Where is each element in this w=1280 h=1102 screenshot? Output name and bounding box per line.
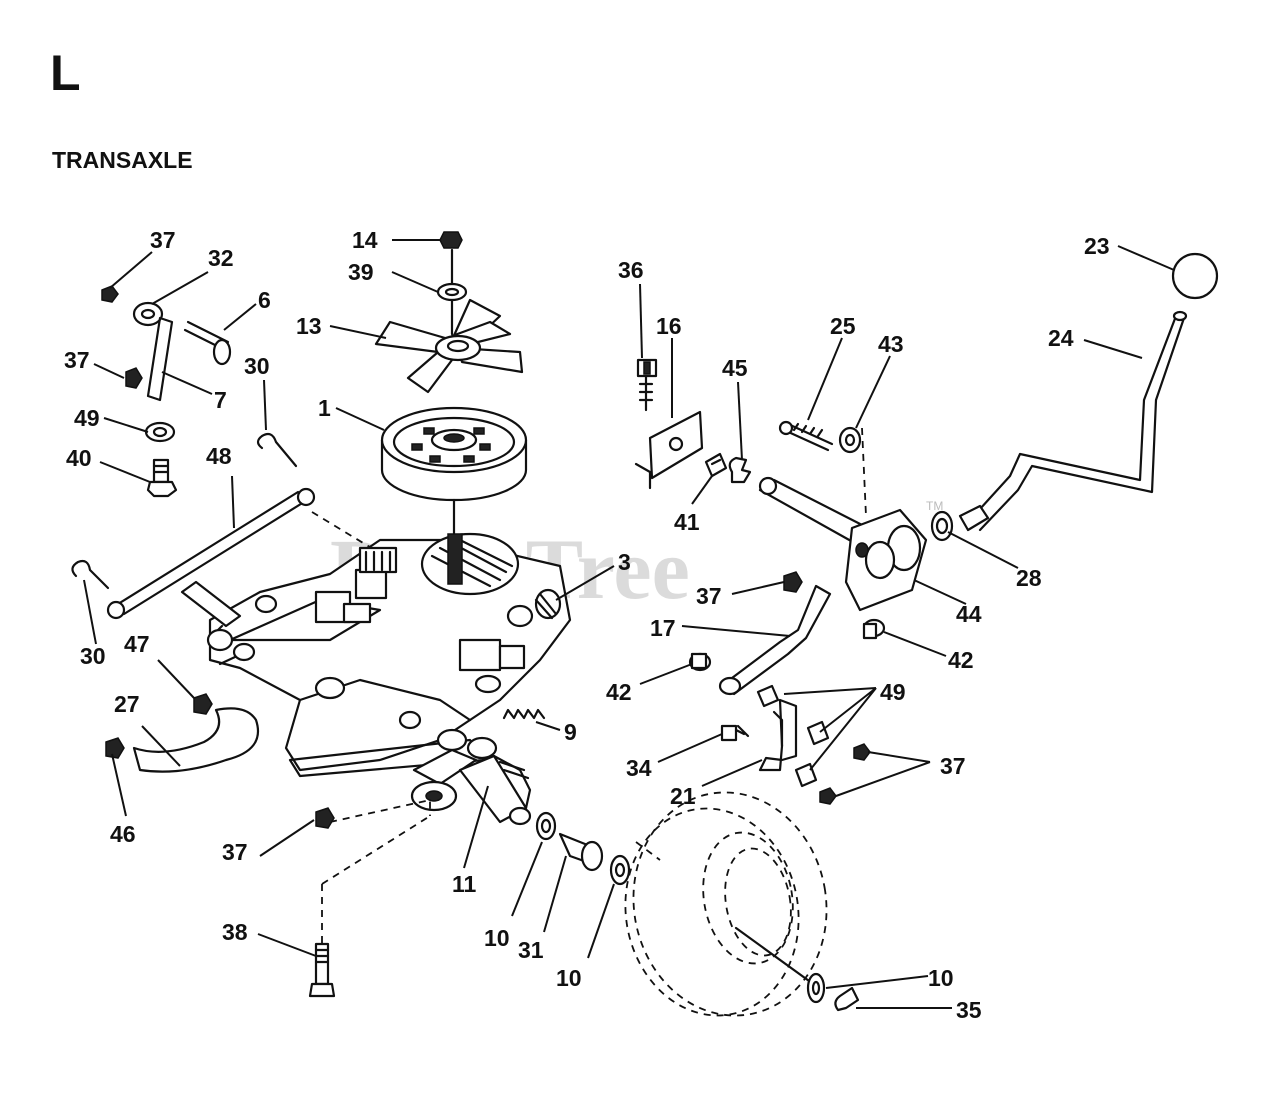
callout-labels: 37 32 6 37 7 49 40 30 48 30 47 27 46 14 … bbox=[64, 227, 1110, 1023]
callout-label: 36 bbox=[618, 257, 644, 283]
callout-label: 6 bbox=[258, 287, 271, 313]
fan-and-pulley bbox=[374, 231, 528, 542]
callout-label: 34 bbox=[626, 755, 652, 781]
control-bracket-assembly bbox=[634, 358, 867, 517]
section-title: TRANSAXLE bbox=[52, 147, 193, 173]
callout-label: 39 bbox=[348, 259, 374, 285]
callout-label: 45 bbox=[722, 355, 748, 381]
callout-label: 28 bbox=[1016, 565, 1042, 591]
watermark-trademark: TM bbox=[926, 499, 943, 513]
callout-label: 42 bbox=[606, 679, 632, 705]
callout-label: 41 bbox=[674, 509, 700, 535]
pivot-assembly bbox=[688, 476, 928, 805]
shift-lever bbox=[930, 252, 1219, 542]
rear-wheel-outline bbox=[624, 791, 860, 1017]
callout-label: 38 bbox=[222, 919, 248, 945]
leader-lines bbox=[83, 239, 1175, 1009]
callout-label: 49 bbox=[880, 679, 906, 705]
callout-label: 30 bbox=[244, 353, 270, 379]
callout-label: 30 bbox=[80, 643, 106, 669]
callout-label: 25 bbox=[830, 313, 856, 339]
callout-label: 1 bbox=[318, 395, 331, 421]
callout-label: 7 bbox=[214, 387, 227, 413]
callout-label: 10 bbox=[484, 925, 510, 951]
transaxle-housing bbox=[105, 532, 572, 998]
callout-label: 42 bbox=[948, 647, 974, 673]
callout-label: 47 bbox=[124, 631, 150, 657]
callout-label: 37 bbox=[222, 839, 248, 865]
shift-rod-assembly bbox=[71, 432, 379, 620]
callout-label: 49 bbox=[74, 405, 100, 431]
callout-label: 37 bbox=[696, 583, 722, 609]
callout-label: 46 bbox=[110, 821, 136, 847]
callout-label: 48 bbox=[206, 443, 232, 469]
callout-label: 37 bbox=[150, 227, 176, 253]
callout-label: 3 bbox=[618, 549, 631, 575]
left-bracket-assembly bbox=[101, 285, 232, 498]
axle-spacers bbox=[535, 811, 631, 886]
callout-label: 17 bbox=[650, 615, 676, 641]
callout-label: 35 bbox=[956, 997, 982, 1023]
callout-label: 23 bbox=[1084, 233, 1110, 259]
section-letter: L bbox=[50, 45, 81, 101]
callout-label: 37 bbox=[64, 347, 90, 373]
callout-label: 24 bbox=[1048, 325, 1074, 351]
callout-label: 10 bbox=[556, 965, 582, 991]
callout-label: 16 bbox=[656, 313, 682, 339]
callout-label: 11 bbox=[452, 871, 477, 897]
callout-label: 43 bbox=[878, 331, 904, 357]
callout-label: 13 bbox=[296, 313, 322, 339]
callout-label: 9 bbox=[564, 719, 577, 745]
callout-label: 10 bbox=[928, 965, 954, 991]
callout-label: 21 bbox=[670, 783, 696, 809]
callout-label: 44 bbox=[956, 601, 982, 627]
callout-label: 37 bbox=[940, 753, 966, 779]
callout-label: 27 bbox=[114, 691, 140, 717]
callout-label: 31 bbox=[518, 937, 544, 963]
callout-label: 14 bbox=[352, 227, 378, 253]
callout-label: 40 bbox=[66, 445, 92, 471]
callout-label: 32 bbox=[208, 245, 234, 271]
